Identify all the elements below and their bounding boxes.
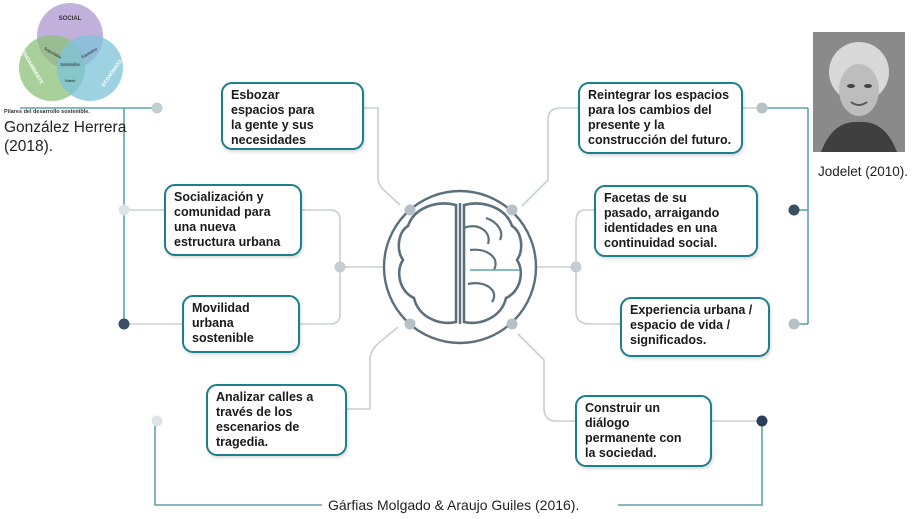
node-line: necesidades xyxy=(231,133,307,147)
node-line: la sociedad. xyxy=(585,446,657,460)
node-line: presente y la xyxy=(588,118,665,132)
node-reintegrar-espacios: Reintegrar los espacios para los cambios… xyxy=(578,82,743,154)
connector-dots xyxy=(118,102,800,427)
node-line: identidades en una xyxy=(604,221,718,235)
citation-garfias-araujo: Gárfias Molgado & Araujo Guiles (2016). xyxy=(328,497,580,513)
node-line: una nueva xyxy=(174,220,236,234)
citation-line: (2018). xyxy=(4,138,54,155)
node-socializacion-comunidad: Socialización y comunidad para una nueva… xyxy=(164,184,302,256)
dot xyxy=(404,318,416,330)
dot xyxy=(788,318,800,330)
dot xyxy=(151,102,163,114)
dot xyxy=(506,318,518,330)
node-line: Construir un xyxy=(585,401,660,415)
node-line: significados. xyxy=(630,333,707,347)
node-line: Reintegrar los espacios xyxy=(588,88,730,102)
node-line: la gente y sus xyxy=(231,118,314,132)
node-line: Facetas de su xyxy=(604,191,687,205)
node-line: sostenible xyxy=(192,331,254,345)
venn-label-social: SOCIAL xyxy=(59,16,82,22)
dot xyxy=(118,204,130,216)
node-esbozar-espacios: Esbozar espacios para la gente y sus nec… xyxy=(221,82,364,150)
node-line: estructura urbana xyxy=(174,235,281,249)
node-line: Esbozar xyxy=(231,88,280,102)
node-line: diálogo xyxy=(585,416,630,430)
portrait-photo xyxy=(813,32,905,152)
portrait-image xyxy=(813,32,905,152)
node-line: Analizar calles a xyxy=(216,390,314,404)
node-line: urbana xyxy=(192,316,234,330)
node-line: escenarios de xyxy=(216,420,300,434)
dot xyxy=(788,204,800,216)
node-line: Movilidad xyxy=(192,301,250,315)
node-line: pasado, arraigando xyxy=(604,206,720,220)
dot xyxy=(151,415,163,427)
brain-icon xyxy=(382,189,538,345)
citation-gonzalez-herrera: González Herrera (2018). xyxy=(4,118,126,156)
dot xyxy=(404,204,416,216)
dot xyxy=(756,102,768,114)
venn-label-sostenible: Sostenible xyxy=(60,62,80,67)
node-construir-dialogo: Construir un diálogo permanente con la s… xyxy=(575,395,712,467)
dot xyxy=(118,318,130,330)
node-line: Socialización y xyxy=(174,190,264,204)
citation-jodelet: Jodelet (2010). xyxy=(818,164,909,179)
node-line: Experiencia urbana / xyxy=(630,303,753,317)
dot xyxy=(756,415,768,427)
node-experiencia-urbana: Experiencia urbana / espacio de vida / s… xyxy=(620,297,770,357)
citation-line: González Herrera xyxy=(4,119,127,136)
node-line: para los cambios del xyxy=(588,103,712,117)
dot xyxy=(506,204,518,216)
node-movilidad-urbana: Movilidad urbana sostenible xyxy=(182,295,300,353)
node-line: construcción del futuro. xyxy=(588,133,732,147)
right-connectors xyxy=(517,107,762,422)
left-connectors xyxy=(124,107,401,410)
venn-caption: Pilares del desarrollo sostenible. xyxy=(4,109,90,115)
node-facetas-pasado: Facetas de su pasado, arraigando identid… xyxy=(594,185,758,257)
node-line: través de los xyxy=(216,405,293,419)
node-line: tragedia. xyxy=(216,435,269,449)
node-line: permanente con xyxy=(585,431,682,445)
dot xyxy=(570,261,582,273)
node-line: comunidad para xyxy=(174,205,271,219)
node-analizar-calles: Analizar calles a través de los escenari… xyxy=(206,384,347,456)
venn-label-viable: Viable xyxy=(64,78,76,83)
node-line: espacios para xyxy=(231,103,315,117)
dot xyxy=(334,261,346,273)
venn-diagram: SOCIAL MEDIOAMBIENTE ECONÓMICO Soportabl… xyxy=(4,3,124,115)
node-line: continuidad social. xyxy=(604,236,718,250)
node-line: espacio de vida / xyxy=(630,318,731,332)
